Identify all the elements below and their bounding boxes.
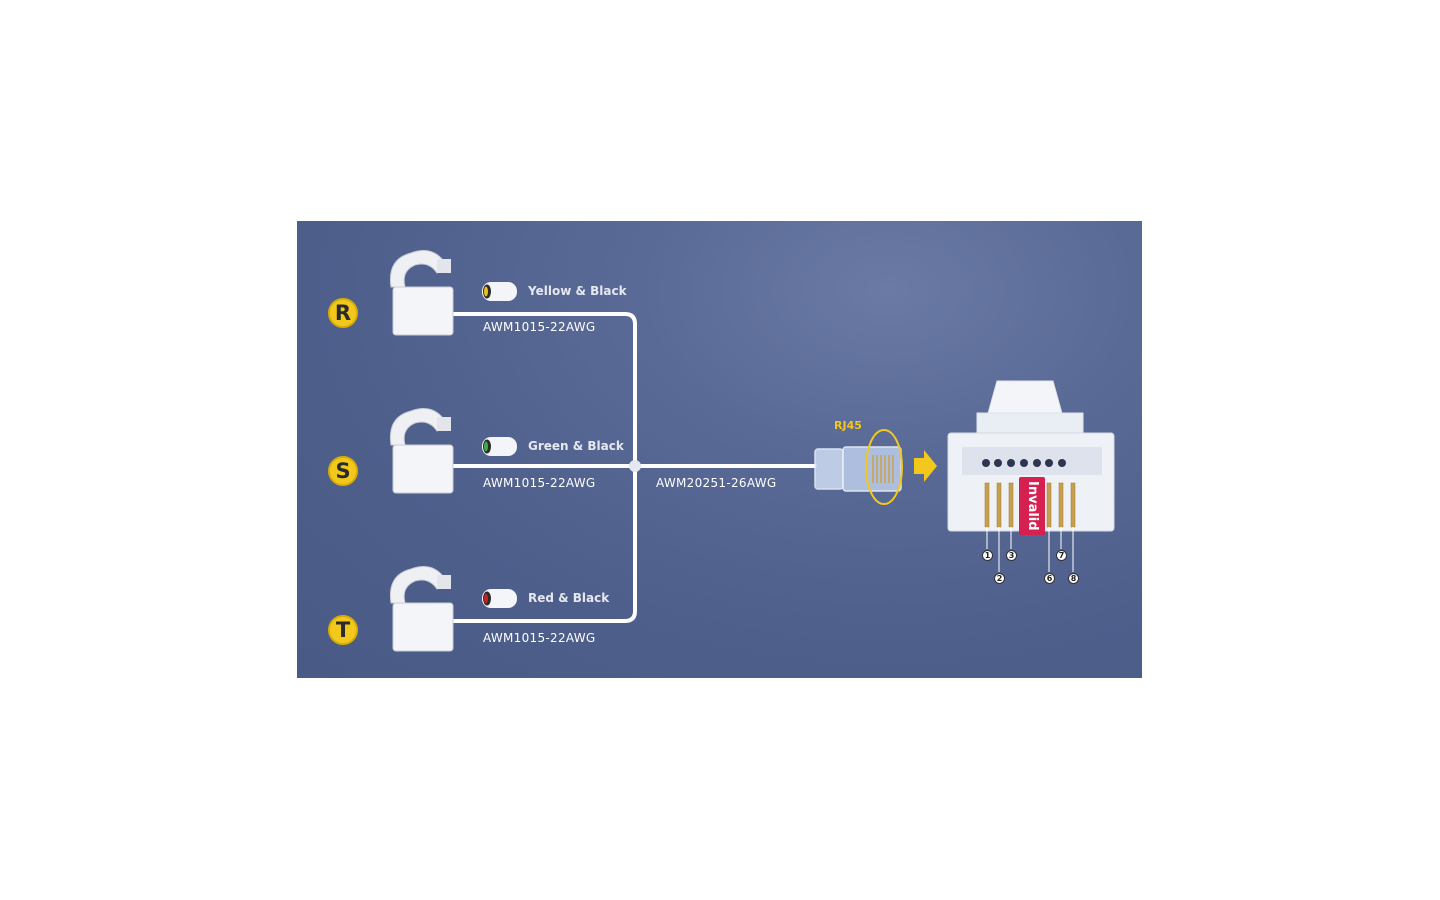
invalid-pin-badge: Invalid <box>1019 477 1045 535</box>
phase-badge-s: S <box>328 456 358 486</box>
cable-label-r: AWM1015-22AWG <box>483 320 596 334</box>
pin-number-6: 6 <box>1044 573 1055 584</box>
pin-number-2: 2 <box>994 573 1005 584</box>
wire-t <box>450 464 637 623</box>
wire-color-label-r: Yellow & Black <box>528 284 627 298</box>
wire-r <box>450 312 637 468</box>
wire-swatch-t <box>482 589 517 608</box>
cable-label-t: AWM1015-22AWG <box>483 631 596 645</box>
rj45-label: RJ45 <box>834 419 862 432</box>
phase-badge-t: T <box>328 615 358 645</box>
wiring-diagram: R S T Yellow & Black Green & Black Red &… <box>297 221 1142 678</box>
wire-swatch-r <box>482 282 517 301</box>
ct-clamp-r <box>389 250 454 336</box>
arrow-right-icon <box>914 450 937 482</box>
diagram-canvas <box>389 250 1115 652</box>
trunk-cable-label: AWM20251-26AWG <box>656 476 777 490</box>
rj45-plug <box>814 429 903 505</box>
ct-clamp-s <box>389 408 454 494</box>
phase-badge-r: R <box>328 298 358 328</box>
pin-number-7: 7 <box>1056 550 1067 561</box>
wire-color-label-t: Red & Black <box>528 591 610 605</box>
wire-swatch-s <box>482 437 517 456</box>
pin-number-1: 1 <box>982 550 993 561</box>
wire-color-label-s: Green & Black <box>528 439 624 453</box>
rj45-highlight-ring <box>865 429 903 505</box>
junction-dot <box>629 460 641 472</box>
ct-clamp-t <box>389 566 454 652</box>
pin-number-3: 3 <box>1006 550 1017 561</box>
cable-label-s: AWM1015-22AWG <box>483 476 596 490</box>
pin-number-8: 8 <box>1068 573 1079 584</box>
